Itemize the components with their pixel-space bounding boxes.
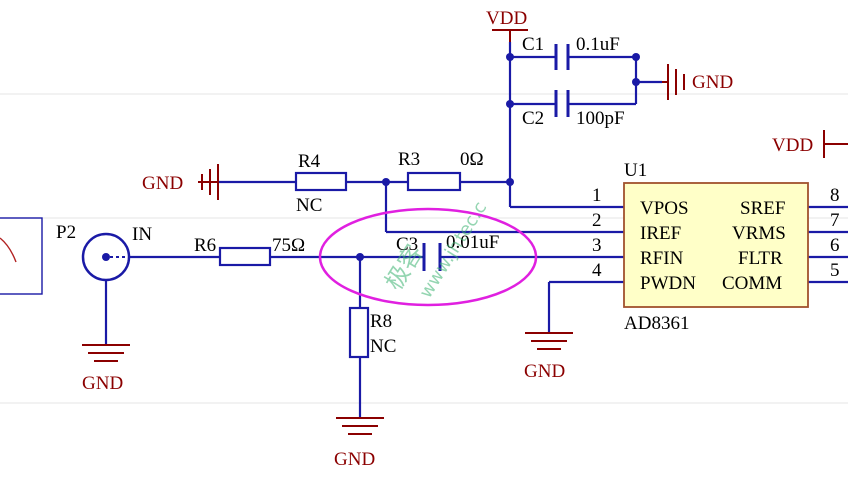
gnd-symbol-p2: GND [82,344,130,394]
capacitor-c1[interactable]: C1 0.1uF [522,34,620,70]
u1-pin-3-number: 3 [592,235,602,256]
c2-ref: C2 [522,108,544,129]
u1-pin-5-number: 5 [830,260,840,281]
gnd-symbol-r8: GND [334,417,384,470]
u1-pin-7-number: 7 [830,210,840,231]
u1-pin-8-name: SREF [740,198,785,219]
vdd-symbol-top: VDD [486,8,528,42]
r4-ref: R4 [298,151,321,172]
c1-ref: C1 [522,34,544,55]
gnd-label-caps: GND [692,72,733,93]
u1-pin-5-name: COMM [722,273,782,294]
vdd-label-top: VDD [486,8,527,29]
r3-ref: R3 [398,149,420,170]
offscreen-component-partial [0,217,43,295]
r3-value: 0Ω [460,149,484,170]
gnd-label-r8: GND [334,449,375,470]
vdd-label-right: VDD [772,135,813,156]
c3-ref: C3 [396,234,418,255]
connector-p2[interactable]: P2 IN [56,222,152,282]
gnd-symbol-u1: GND [524,332,573,382]
highlight-ellipse [318,207,538,307]
r6-value: 75Ω [272,235,305,256]
u1-pin-8-number: 8 [830,185,840,206]
c2-value: 100pF [576,108,625,129]
gnd-label-p2: GND [82,373,123,394]
resistor-r8[interactable]: R8 NC [348,306,396,359]
ic-u1[interactable]: U1 AD8361 1 VPOS 2 IREF 3 RFIN 4 PWDN 8 … [592,160,840,334]
gnd-label-u1: GND [524,361,565,382]
capacitor-c2[interactable]: C2 100pF [522,90,625,129]
r4-value: NC [296,195,322,216]
u1-pin-4-name: PWDN [640,273,696,294]
vdd-symbol-right: VDD [772,130,848,158]
gnd-label-r4: GND [142,173,183,194]
junctions [356,53,640,261]
u1-pin-6-number: 6 [830,235,840,256]
wires [104,42,848,418]
r8-ref: R8 [370,311,392,332]
u1-part: AD8361 [624,313,689,334]
capacitor-c3[interactable]: C3 0.01uF [396,232,499,271]
c3-value: 0.01uF [446,232,499,253]
u1-pin-6-name: FLTR [738,248,783,269]
c1-value: 0.1uF [576,34,620,55]
u1-pin-4-number: 4 [592,260,602,281]
r6-ref: R6 [194,235,216,256]
u1-pin-2-number: 2 [592,210,602,231]
p2-ref: P2 [56,222,76,243]
u1-pin-3-name: RFIN [640,248,684,269]
u1-pin-1-name: VPOS [640,198,689,219]
r8-value: NC [370,336,396,357]
u1-pin-1-number: 1 [592,185,602,206]
resistor-r4[interactable]: R4 NC [294,151,348,216]
p2-net-label: IN [132,224,152,245]
resistor-r6[interactable]: R6 75Ω [194,235,305,267]
u1-ref: U1 [624,160,647,181]
u1-pin-2-name: IREF [640,223,681,244]
resistor-r3[interactable]: R3 0Ω [398,149,484,192]
gnd-symbol-r4: GND [142,164,219,200]
gnd-symbol-caps: GND [662,64,733,100]
u1-pin-7-name: VRMS [732,223,786,244]
